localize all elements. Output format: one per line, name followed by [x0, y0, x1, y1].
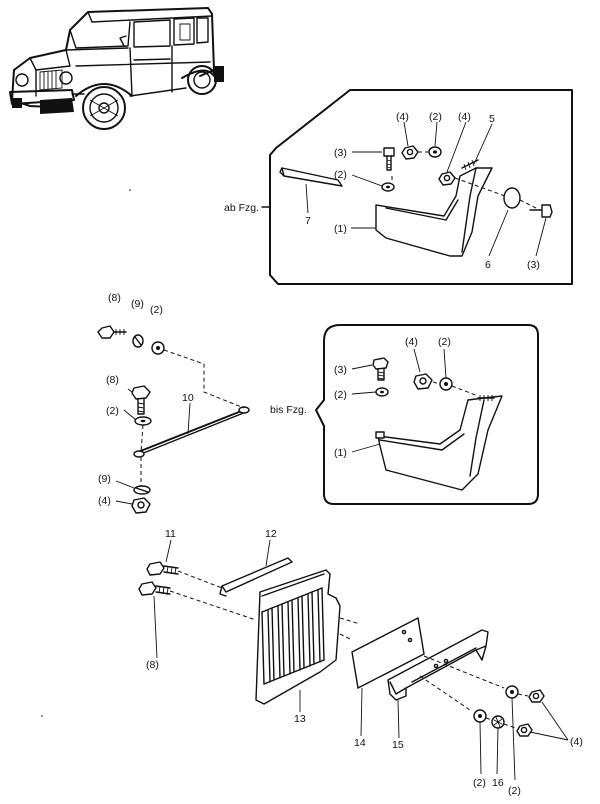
callout-5: 5 [489, 113, 495, 125]
callout-2: (2) [334, 389, 347, 401]
callout-4: (4) [570, 736, 583, 748]
callout-2: (2) [429, 111, 442, 123]
mudflap-part-1 [375, 167, 493, 257]
strip-part-7 [281, 167, 343, 187]
callout-4: (4) [396, 111, 409, 123]
vehicle-illustration [9, 7, 224, 130]
callout-16: 16 [492, 777, 504, 789]
callout-1: (1) [334, 223, 347, 235]
strip-part-12 [221, 557, 293, 593]
callout-2: (2) [438, 336, 451, 348]
callout-9: (9) [131, 298, 144, 310]
callout-8: (8) [146, 659, 159, 671]
callout-2: (2) [150, 304, 163, 316]
callout-6: 6 [485, 259, 491, 271]
callout-3: (3) [334, 364, 347, 376]
callout-3: (3) [527, 259, 540, 271]
callout-4: (4) [405, 336, 418, 348]
callout-11: 11 [165, 528, 176, 540]
callout-10: 10 [182, 392, 194, 404]
assembly-rod [97, 325, 250, 514]
plate-part-14 [351, 617, 425, 689]
callout-9: (9) [98, 473, 111, 485]
assembly-box-bis-fzg [315, 324, 539, 505]
callout-4: (4) [458, 111, 471, 123]
callout-2: (2) [473, 777, 486, 789]
callout-8: (8) [108, 292, 121, 304]
assembly-box-ab-fzg [261, 89, 573, 285]
callout-2: (2) [508, 785, 521, 797]
callout-13: 13 [294, 713, 306, 725]
callout-7: 7 [305, 215, 311, 227]
callout-2: (2) [334, 169, 347, 181]
callout-12: 12 [265, 528, 277, 540]
callout-3: (3) [334, 147, 347, 159]
note-bis-fzg: bis Fzg. [270, 404, 307, 416]
callout-8: (8) [106, 374, 119, 386]
callout-4: (4) [98, 495, 111, 507]
callout-2: (2) [106, 405, 119, 417]
note-ab-fzg: ab Fzg. [224, 202, 259, 214]
callout-15: 15 [392, 739, 404, 751]
assembly-mudflap-rear [138, 539, 569, 781]
callout-1: (1) [334, 447, 347, 459]
callout-14: 14 [354, 737, 366, 749]
